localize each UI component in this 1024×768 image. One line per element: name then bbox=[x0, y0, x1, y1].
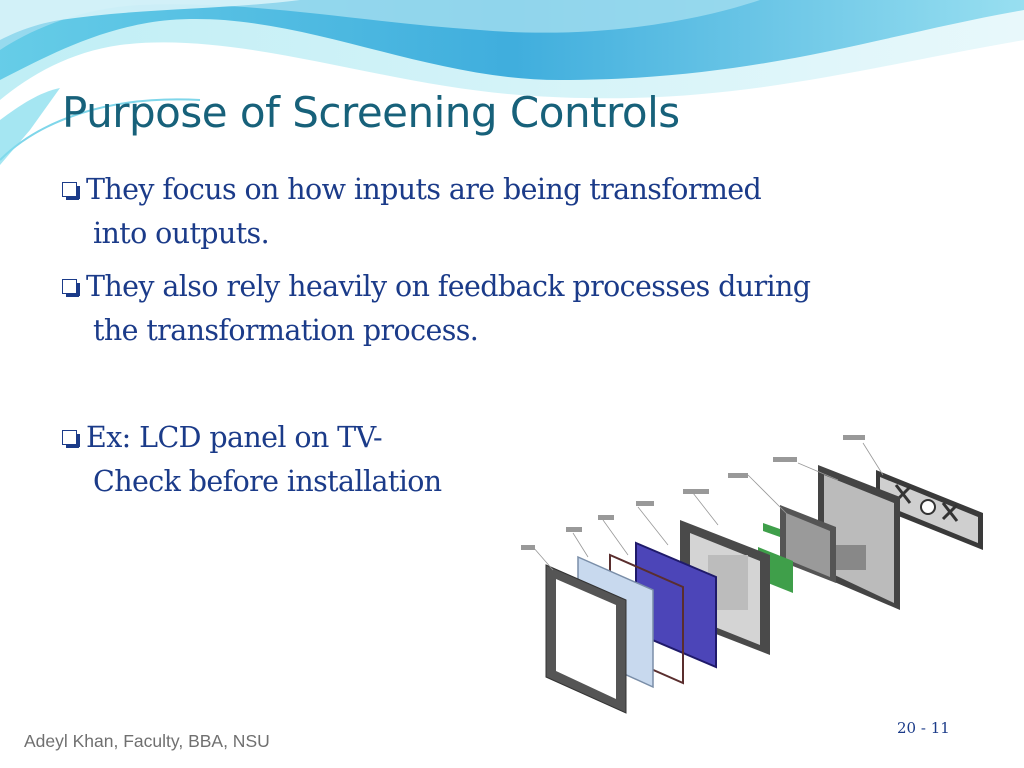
checkbox-bullet-icon bbox=[62, 182, 80, 200]
slide-title: Purpose of Screening Controls bbox=[62, 88, 680, 137]
bullet-item: They also rely heavily on feedback proce… bbox=[62, 265, 932, 353]
bullet-text-line: the transformation process. bbox=[93, 314, 479, 347]
bullet-text-line: They focus on how inputs are being trans… bbox=[86, 173, 762, 206]
checkbox-bullet-icon bbox=[62, 279, 80, 297]
bullet-item: They focus on how inputs are being trans… bbox=[62, 168, 932, 256]
lcd-panel-exploded-view-image bbox=[521, 435, 983, 714]
footer-author: Adeyl Khan, Faculty, BBA, NSU bbox=[24, 731, 270, 751]
bullet-text-line: into outputs. bbox=[93, 217, 270, 250]
bullet-item: Ex: LCD panel on TV- Check before instal… bbox=[62, 416, 932, 504]
bullet-text-line: They also rely heavily on feedback proce… bbox=[86, 270, 811, 303]
checkbox-bullet-icon bbox=[62, 430, 80, 448]
bullet-text-line: Check before installation bbox=[93, 465, 442, 498]
decorative-wave-header bbox=[0, 0, 1024, 165]
slide-number: 20 - 11 bbox=[897, 719, 950, 737]
bullet-text-line: Ex: LCD panel on TV- bbox=[86, 421, 383, 454]
